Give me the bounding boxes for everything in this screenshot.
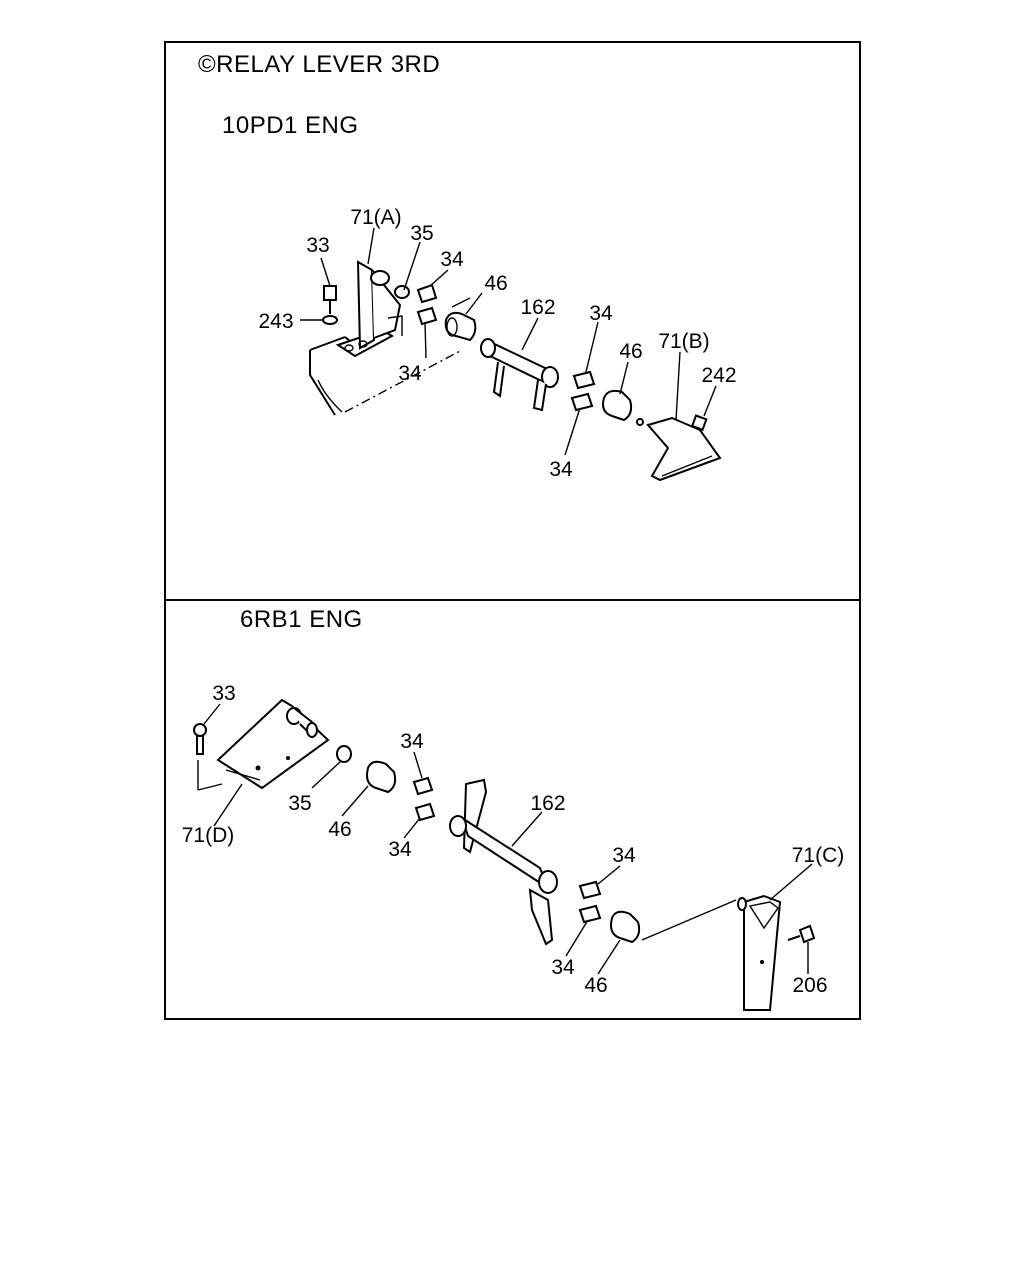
section-title-10pd1: 10PD1 ENG [222, 112, 359, 139]
callout-35: 35 [288, 792, 311, 815]
callout-46: 46 [328, 818, 351, 841]
diagram-frame [164, 41, 861, 1020]
callout-35: 35 [410, 222, 433, 245]
callout-206: 206 [792, 974, 827, 997]
callout-242: 242 [701, 364, 736, 387]
callout-34: 34 [549, 458, 573, 481]
callout-243: 243 [258, 310, 293, 333]
callout-46: 46 [619, 340, 642, 363]
illustration-6rb1 [193, 698, 816, 1011]
callout-34: 34 [551, 956, 575, 979]
callout-71a: 71(A) [350, 206, 401, 229]
callout-33: 33 [212, 682, 235, 705]
callout-34: 34 [589, 302, 613, 325]
callout-71b: 71(B) [658, 330, 709, 353]
diagram-title: ©RELAY LEVER 3RD [198, 51, 440, 78]
callout-162: 162 [520, 296, 555, 319]
callout-162: 162 [530, 792, 565, 815]
section-title-6rb1: 6RB1 ENG [240, 606, 363, 633]
callout-46: 46 [584, 974, 607, 997]
leaders-10pd1 [320, 227, 717, 456]
leaders-6rb1 [203, 703, 813, 975]
illustration-10pd1 [300, 260, 722, 482]
callout-33: 33 [306, 234, 329, 257]
callout-71c: 71(C) [792, 844, 845, 867]
callout-71d: 71(D) [182, 824, 235, 847]
callout-34: 34 [612, 844, 636, 867]
callout-34: 34 [398, 362, 422, 385]
callout-34: 34 [400, 730, 424, 753]
callout-34: 34 [388, 838, 412, 861]
callout-34: 34 [440, 248, 464, 271]
callout-46: 46 [484, 272, 507, 295]
